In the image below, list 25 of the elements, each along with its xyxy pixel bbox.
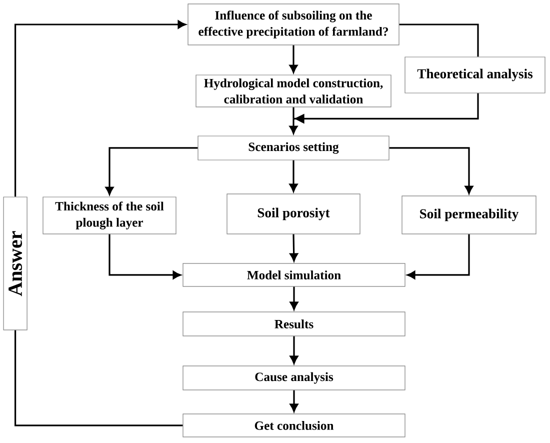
arrow	[289, 160, 298, 192]
process-box: Answer	[3, 196, 28, 330]
process-box: Cause analysis	[182, 366, 406, 390]
arrow	[294, 93, 479, 124]
process-box: Hydrological model construction, calibration and validation	[196, 74, 392, 108]
arrow	[290, 286, 298, 310]
process-box: Soil permeability	[402, 196, 536, 234]
arrow	[290, 390, 298, 412]
process-box: Results	[182, 312, 406, 336]
arrow	[289, 45, 298, 73]
arrow	[105, 147, 198, 195]
arrow	[389, 147, 474, 194]
process-box: Model simulation	[182, 263, 406, 287]
arrow	[407, 234, 470, 280]
arrow	[290, 336, 298, 364]
process-box: Theoretical analysis	[404, 56, 546, 94]
arrow	[290, 234, 298, 262]
process-box: Scenarios setting	[198, 136, 390, 160]
process-box: Soil porosiyt	[226, 194, 360, 234]
process-box: Thickness of the soil plough layer	[42, 196, 176, 234]
process-box: Influence of subsoiling on the effective precipitation of farmland?	[188, 4, 400, 46]
arrow	[108, 234, 181, 280]
process-box: Get conclusion	[182, 414, 406, 438]
arrow	[14, 20, 186, 197]
arrow	[289, 118, 298, 134]
